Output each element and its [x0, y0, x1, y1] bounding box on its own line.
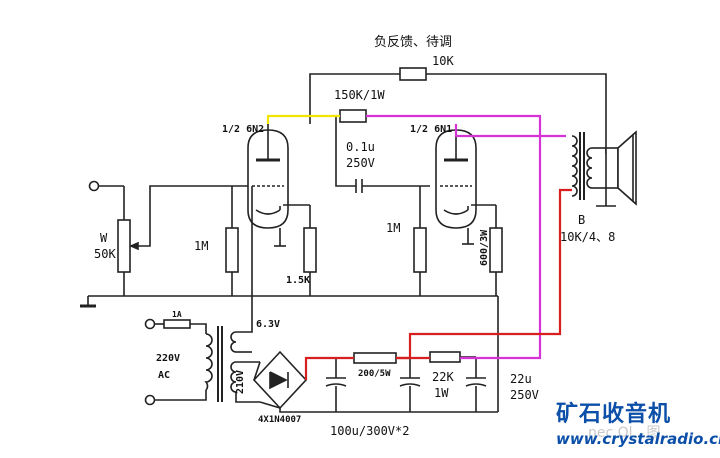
grid-resistor-1	[225, 186, 239, 296]
red-main-trace	[396, 188, 572, 360]
label-cathode-resistor-2: 600/3W	[479, 229, 490, 266]
label-fuse: 1A	[172, 310, 182, 319]
label-mains-voltage: 220V	[156, 353, 181, 364]
label-ht-voltage: 210V	[235, 369, 246, 394]
output-transformer	[571, 132, 607, 206]
filter-resistor	[353, 352, 397, 364]
label-mains-ac: AC	[158, 370, 171, 381]
ground-bus	[80, 295, 498, 308]
label-pot-name: W	[100, 231, 108, 245]
feedback-resistor-10k	[309, 67, 607, 154]
label-tube-2: 1/2 6N1	[410, 124, 453, 135]
label-coupling-cap-voltage: 250V	[346, 156, 375, 170]
label-heater-voltage: 6.3V	[256, 319, 281, 330]
magenta-opt-trace	[454, 124, 566, 138]
speaker-icon	[596, 130, 637, 207]
tube-6n2	[247, 124, 310, 229]
label-grid-resistor-2: 1M	[386, 221, 401, 235]
label-last-cap-voltage: 250V	[510, 388, 539, 402]
watermark: nec.Ol…图	[588, 425, 661, 441]
label-pot-value: 50K	[94, 247, 116, 261]
label-cathode-resistor-1: 1.5K	[286, 275, 311, 286]
grid-resistor-2	[413, 186, 427, 296]
mains-terminals	[144, 318, 207, 406]
bridge-rectifier	[252, 350, 498, 413]
input-potentiometer	[117, 185, 254, 296]
label-filter-caps: 100u/300V*2	[330, 424, 410, 438]
plate-resistor-150k	[339, 109, 367, 123]
site-logo: 矿石收音机 www.crystalradio.cn	[556, 396, 720, 448]
tube-6n1	[435, 124, 496, 229]
input-terminal-top	[88, 180, 125, 220]
filter-capacitor-2	[399, 358, 421, 412]
logo-url: www.crystalradio.cn	[556, 430, 720, 448]
cathode-resistor-1	[274, 205, 317, 296]
label-output-transformer: B	[578, 213, 586, 227]
yellow-plate-trace	[266, 114, 340, 124]
power-transformer	[204, 186, 260, 403]
label-grid-resistor-1: 1M	[194, 239, 209, 253]
magenta-b-plus-trace	[366, 114, 542, 360]
red-b-plus-trace	[304, 356, 354, 380]
label-opt-ratio: 10K/4、8	[560, 230, 616, 244]
coupling-capacitor	[335, 116, 430, 193]
label-filter-resistor: 200/5W	[358, 369, 391, 379]
label-feedback-resistor: 10K	[432, 54, 454, 68]
filter-capacitor-3	[460, 296, 499, 412]
label-tube-1: 1/2 6N2	[222, 124, 265, 135]
label-last-cap-value: 22u	[510, 372, 532, 386]
cathode-resistor-2	[462, 205, 503, 296]
filter-capacitor-1	[325, 358, 347, 412]
logo-name: 矿石收音机	[556, 402, 672, 427]
dropper-resistor	[429, 351, 461, 363]
label-diodes: 4X1N4007	[258, 415, 302, 425]
diagram-title: 负反馈、待调	[374, 35, 453, 50]
label-plate-resistor: 150K/1W	[334, 88, 385, 102]
label-coupling-cap-value: 0.1u	[346, 140, 375, 154]
label-dropper-value: 22K	[432, 370, 454, 384]
label-dropper-watts: 1W	[434, 386, 449, 400]
